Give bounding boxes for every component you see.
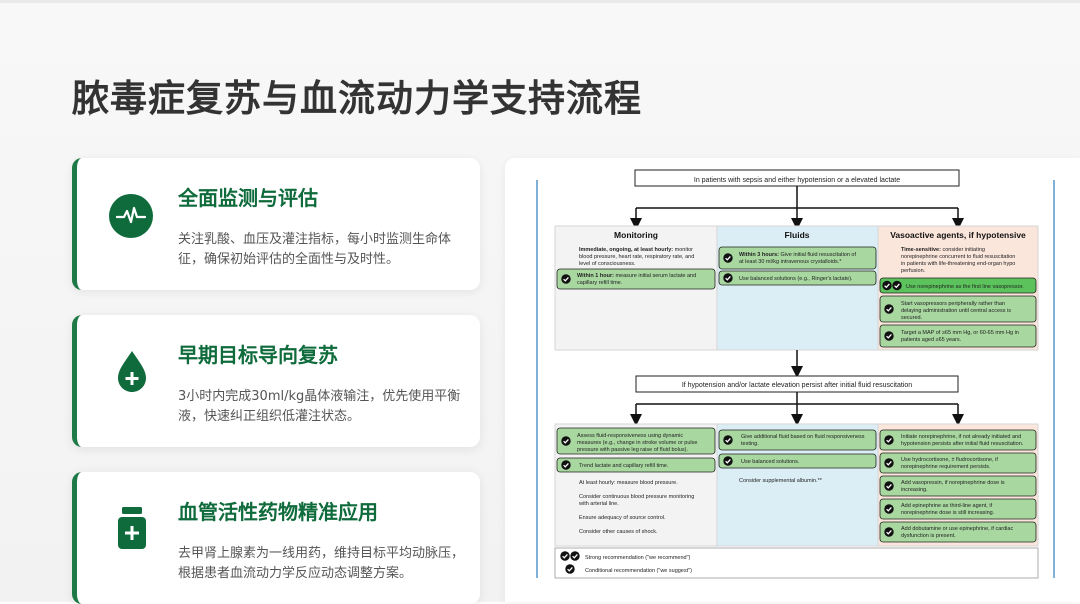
persistent-hypotension-text: If hypotension and/or lactate elevation … xyxy=(682,382,912,389)
top-divider xyxy=(0,0,1080,3)
rec-box-hydrocortisone xyxy=(879,452,1037,474)
page-title: 脓毒症复苏与血流动力学支持流程 xyxy=(72,77,642,120)
rec-box-additional-fluid xyxy=(718,429,877,451)
legend-strong-label: Strong recommendation ("we recommend") xyxy=(585,555,691,561)
rec-box-balanced-solutions-2 xyxy=(718,453,877,469)
svg-text:with arterial line.: with arterial line. xyxy=(578,501,619,507)
svg-text:Start vasopressors peripherall: Start vasopressors peripherally rather t… xyxy=(901,301,1005,307)
svg-text:blood pressure, heart rate, re: blood pressure, heart rate, respiratory … xyxy=(579,254,694,260)
rec-box-dobutamine xyxy=(879,521,1037,543)
card-vasoactive[interactable]: 血管活性药物精准应用 去甲肾上腺素为一线用药，维持目标平均动脉压，根据患者血流动… xyxy=(72,472,480,604)
svg-text:at least 30 ml/kg intravenous: at least 30 ml/kg intravenous crystalloi… xyxy=(739,259,842,265)
rec-box-peripheral-start xyxy=(879,295,1037,323)
column-header-vasoactive: Vasoactive agents, if hypotensive xyxy=(890,230,1026,240)
svg-text:Assess fluid-responsiveness us: Assess fluid-responsiveness using dynami… xyxy=(577,433,683,439)
rec-box-trend-lactate xyxy=(556,457,716,473)
svg-text:Within 3 hours: Give initial f: Within 3 hours: Give initial fluid resus… xyxy=(739,252,856,258)
card-title: 全面监测与评估 xyxy=(178,186,318,210)
flowchart-panel: In patients with sepsis and either hypot… xyxy=(505,158,1080,602)
svg-text:Time-sensitive: consider initi: Time-sensitive: consider initiating xyxy=(901,247,985,253)
svg-text:Initiate norepinephrine, if no: Initiate norepinephrine, if not already … xyxy=(901,434,1021,440)
svg-text:in patients with life-threaten: in patients with life-threatening end-or… xyxy=(901,261,1015,267)
svg-text:Target a MAP of ≥65 mm Hg, or: Target a MAP of ≥65 mm Hg, or 60-65 mm H… xyxy=(901,330,1019,336)
svg-text:pressure with passive leg rais: pressure with passive leg raise of fluid… xyxy=(577,447,688,453)
fluids-column xyxy=(716,225,879,351)
svg-text:Give additional fluid based on: Give additional fluid based on fluid res… xyxy=(741,434,865,440)
rec-box-initiate-norepinephrine xyxy=(879,429,1037,451)
svg-text:Ensure adequacy of source cont: Ensure adequacy of source control. xyxy=(579,515,666,521)
svg-text:secured.: secured. xyxy=(901,315,923,321)
rec-box-balanced-solutions xyxy=(718,270,877,286)
medicine-bottle-icon xyxy=(110,504,154,552)
top-condition-text: In patients with sepsis and either hypot… xyxy=(694,177,900,184)
rec-box-lactate xyxy=(556,268,716,290)
svg-text:At least hourly: measure blood: At least hourly: measure blood pressure. xyxy=(579,480,678,486)
legend-conditional-label: Conditional recommendation ("we suggest"… xyxy=(585,568,692,574)
sepsis-flowchart: In patients with sepsis and either hypot… xyxy=(536,169,1055,579)
rec-box-vasopressin xyxy=(879,475,1037,497)
svg-text:Use balanced solutions.: Use balanced solutions. xyxy=(741,459,800,465)
svg-text:Add vasopressin, if norepineph: Add vasopressin, if norepinephrine dose … xyxy=(901,480,1005,486)
svg-text:Use balanced solutions (e.g.,: Use balanced solutions (e.g., Ringer's l… xyxy=(739,276,853,282)
heart-monitor-icon xyxy=(109,194,153,238)
rec-box-map-target xyxy=(879,324,1037,348)
droplet-plus-icon xyxy=(110,347,154,395)
svg-text:Within 1 hour: measure initial: Within 1 hour: measure initial serum lac… xyxy=(577,273,696,279)
flowchart-legend xyxy=(554,547,1039,579)
card-title: 早期目标导向复苏 xyxy=(178,343,338,367)
svg-text:norepinephrine dose is still i: norepinephrine dose is still increasing. xyxy=(901,510,995,516)
svg-text:Consider continuous blood pres: Consider continuous blood pressure monit… xyxy=(579,494,694,500)
rec-box-norepinephrine xyxy=(879,277,1037,294)
svg-text:level of consciousness.: level of consciousness. xyxy=(579,261,636,267)
svg-text:delaying administration until: delaying administration until central ac… xyxy=(901,308,1011,314)
card-resuscitation[interactable]: 早期目标导向复苏 3小时内完成30ml/kg晶体液输注，优先使用平衡液，快速纠正… xyxy=(72,315,480,447)
svg-text:Consider other causes of shock: Consider other causes of shock. xyxy=(579,529,658,535)
svg-text:Use norepinephrine as the firs: Use norepinephrine as the first line vas… xyxy=(906,284,1024,290)
svg-text:measures (e.g., change in stro: measures (e.g., change in stroke volume … xyxy=(577,440,697,446)
svg-text:norepinephrine requirement per: norepinephrine requirement persists. xyxy=(901,464,991,470)
rec-box-epinephrine xyxy=(879,498,1037,520)
svg-text:norepinephrine concurrent to f: norepinephrine concurrent to fluid resus… xyxy=(901,254,1015,260)
rec-box-fluid-resuscitation xyxy=(718,246,877,270)
card-description: 关注乳酸、血压及灌注指标，每小时监测生命体征，确保初始评估的全面性与及时性。 xyxy=(178,232,452,267)
svg-text:Trend lactate and capillary re: Trend lactate and capillary refill time. xyxy=(579,463,669,469)
svg-text:dysfunction is present.: dysfunction is present. xyxy=(901,533,956,539)
svg-text:increasing.: increasing. xyxy=(901,487,928,493)
svg-text:Consider supplemental albumin.: Consider supplemental albumin.** xyxy=(739,478,823,484)
column-header-fluids: Fluids xyxy=(784,230,809,240)
card-title: 血管活性药物精准应用 xyxy=(178,500,378,524)
svg-text:patients aged ≥65 years.: patients aged ≥65 years. xyxy=(901,337,962,343)
svg-text:capillary refill time.: capillary refill time. xyxy=(577,280,623,286)
card-description: 去甲肾上腺素为一线用药，维持目标平均动脉压，根据患者血流动力学反应动态调整方案。 xyxy=(178,546,465,581)
svg-text:Add dobutamine or use epinephr: Add dobutamine or use epinephrine, if ca… xyxy=(901,526,1013,532)
svg-text:Add epinephrine as third-line: Add epinephrine as third-line agent, if xyxy=(901,503,993,509)
card-description: 3小时内完成30ml/kg晶体液输注，优先使用平衡液，快速纠正组织低灌注状态。 xyxy=(178,389,461,424)
svg-text:testing.: testing. xyxy=(741,441,759,447)
svg-text:perfusion.: perfusion. xyxy=(901,268,926,274)
svg-text:hypotension persists after ini: hypotension persists after initial fluid… xyxy=(901,441,1024,447)
card-monitoring[interactable]: 全面监测与评估 关注乳酸、血压及灌注指标，每小时监测生命体征，确保初始评估的全面… xyxy=(72,158,480,290)
svg-text:Use hydrocortisone, ± fludroco: Use hydrocortisone, ± fludrocortisone, i… xyxy=(901,457,998,463)
column-header-monitoring: Monitoring xyxy=(614,230,658,240)
svg-text:Immediate, ongoing, at least h: Immediate, ongoing, at least hourly: mon… xyxy=(579,247,693,253)
rec-box-fluid-responsiveness xyxy=(556,427,716,455)
